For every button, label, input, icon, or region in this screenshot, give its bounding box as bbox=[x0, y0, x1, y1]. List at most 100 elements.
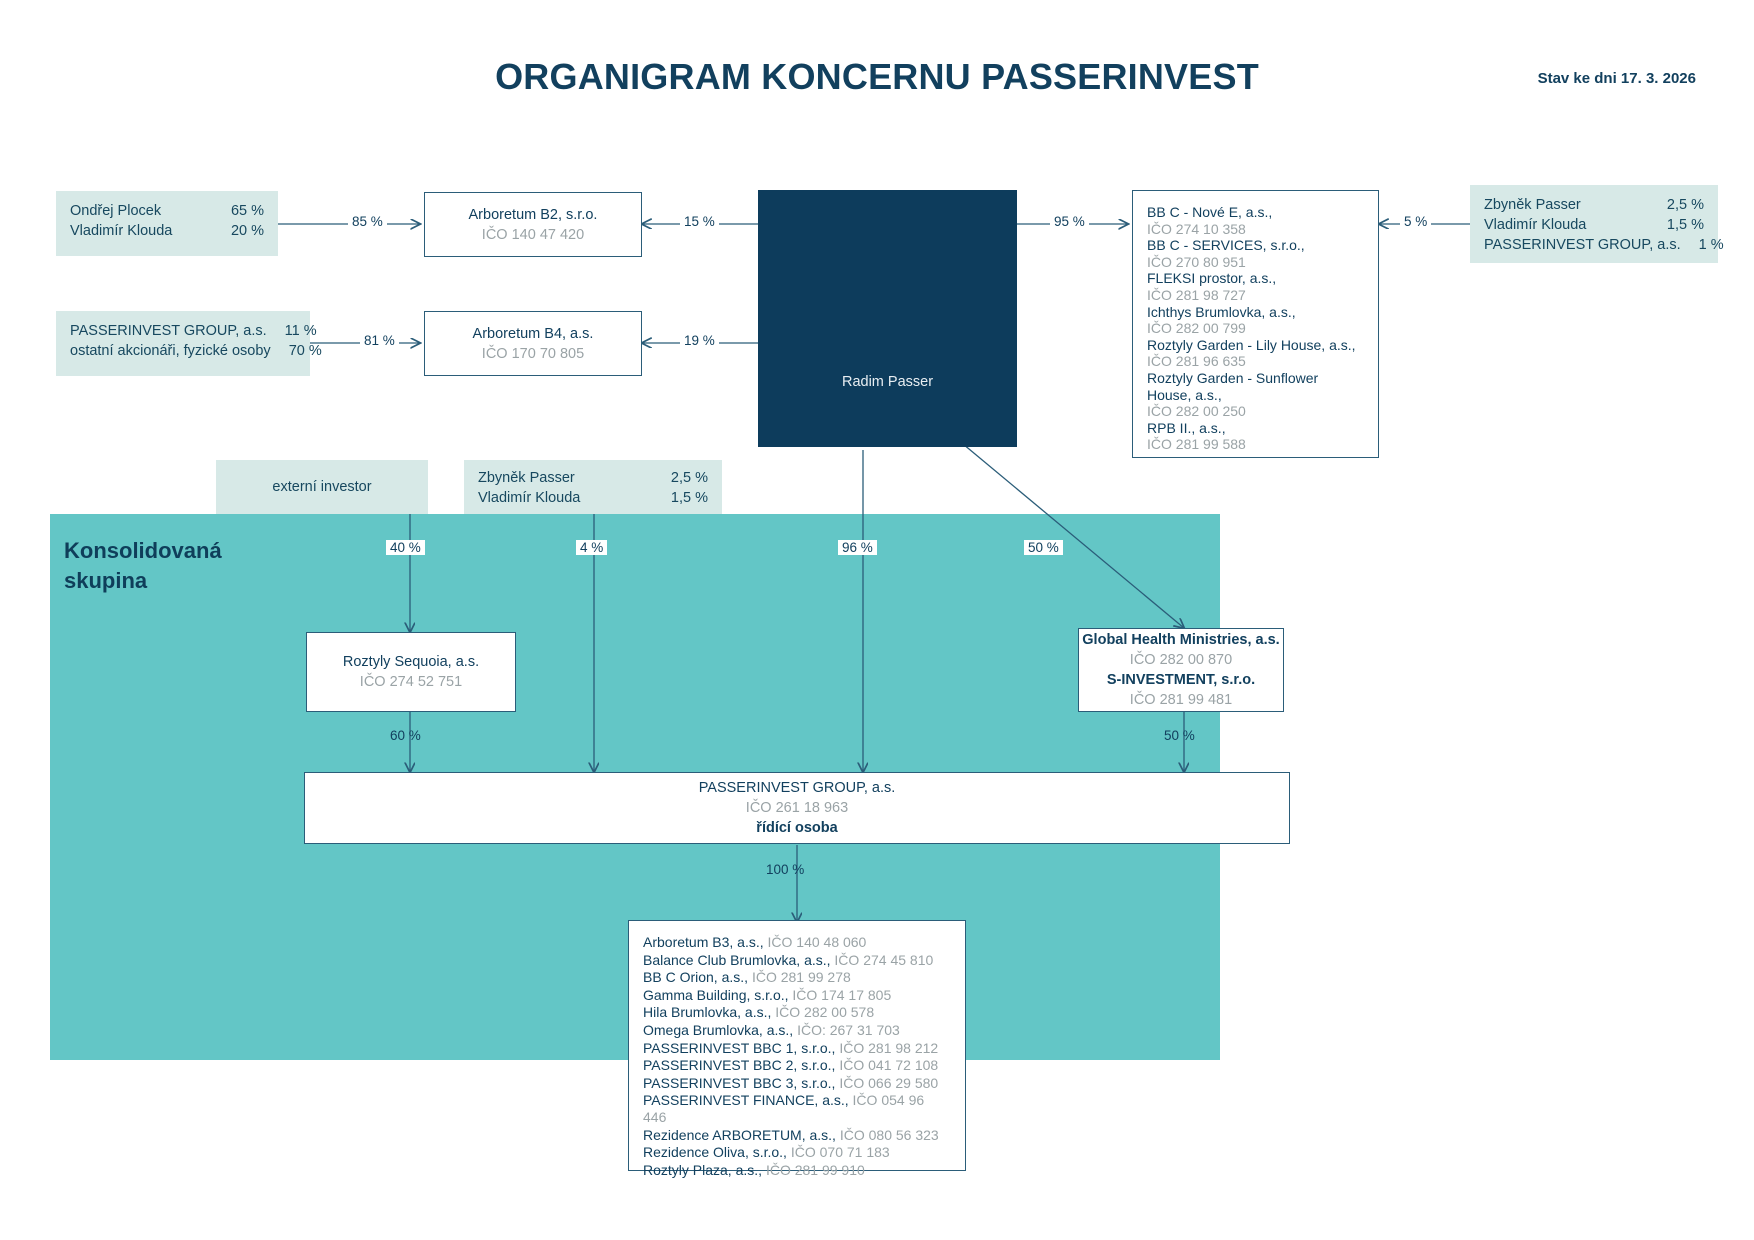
company-ico: IČO 174 17 805 bbox=[792, 986, 892, 1003]
shareholder-row: Vladimír Klouda 20 % bbox=[70, 221, 264, 241]
company-ico: IČO 282 00 578 bbox=[775, 1004, 875, 1021]
company-name: PASSERINVEST BBC 3, s.r.o., bbox=[643, 1074, 836, 1091]
company-name: RPB II., a.s., bbox=[1147, 419, 1226, 436]
shareholder-box-externi-investor: externí investor bbox=[216, 460, 428, 514]
company-name: Gamma Building, s.r.o., bbox=[643, 986, 789, 1003]
company-list-bbc-group: BB C - Nové E, a.s., IČO 274 10 358 BB C… bbox=[1132, 190, 1379, 458]
company-name: BB C - SERVICES, s.r.o., bbox=[1147, 237, 1305, 254]
list-item: BB C - SERVICES, s.r.o., IČO 270 80 951 bbox=[1147, 237, 1364, 270]
shareholder-box-zbynek-top-right: Zbyněk Passer 2,5 % Vladimír Klouda 1,5 … bbox=[1470, 185, 1724, 263]
list-item: Roztyly Garden - Lily House, a.s., IČO 2… bbox=[1147, 337, 1364, 370]
company-ico: IČO 274 52 751 bbox=[359, 674, 463, 690]
company-name: Arboretum B3, a.s., bbox=[643, 934, 764, 950]
company-name: Roztyly Sequoia, a.s. bbox=[342, 654, 480, 670]
company-ico: IČO 261 18 963 bbox=[745, 800, 849, 816]
shareholder-name: Vladimír Klouda bbox=[1484, 217, 1587, 233]
company-box-roztyly-sequoia: Roztyly Sequoia, a.s. IČO 274 52 751 bbox=[306, 632, 516, 712]
edge-label-zbynek-to-pig: 4 % bbox=[576, 540, 608, 555]
edge-label-sequoia-to-pig: 60 % bbox=[390, 728, 421, 743]
company-box-arboretum-b2: Arboretum B2, s.r.o. IČO 140 47 420 bbox=[424, 192, 642, 257]
shareholder-box-pig-ostatni: PASSERINVEST GROUP, a.s. 11 % ostatní ak… bbox=[56, 311, 322, 376]
edge-label-externi-to-sequoia: 40 % bbox=[386, 540, 425, 555]
shareholder-row: Ondřej Plocek 65 % bbox=[70, 201, 264, 221]
shareholder-percent: 2,5 % bbox=[1666, 197, 1704, 213]
edge-label-plocek-to-b2: 85 % bbox=[348, 214, 387, 229]
shareholder-percent: 65 % bbox=[230, 203, 264, 219]
company-ico: IČO: 267 31 703 bbox=[797, 1021, 900, 1038]
company-ico: IČO 281 99 278 bbox=[751, 969, 851, 986]
shareholder-percent: 11 % bbox=[284, 323, 317, 339]
edge-label-zbynek-to-bbc: 5 % bbox=[1400, 214, 1432, 229]
shareholder-row: Zbyněk Passer 2,5 % bbox=[1484, 195, 1704, 215]
shareholder-row: Zbyněk Passer 2,5 % bbox=[478, 468, 708, 488]
company-ico: IČO 140 48 060 bbox=[767, 934, 867, 950]
shareholder-percent: 2,5 % bbox=[670, 470, 708, 486]
company-name: S-INVESTMENT, s.r.o. bbox=[1106, 672, 1256, 688]
list-item: Omega Brumlovka, a.s., IČO: 267 31 703 bbox=[643, 1022, 951, 1039]
company-ico: IČO 281 99 910 bbox=[765, 1161, 865, 1178]
shareholder-row: Vladimír Klouda 1,5 % bbox=[1484, 215, 1704, 235]
company-name: BB C - Nové E, a.s., bbox=[1147, 204, 1273, 220]
shareholder-percent: 1 % bbox=[1698, 237, 1724, 253]
edge-label-ghm-to-pig: 50 % bbox=[1164, 728, 1195, 743]
edge-label-radim-to-b2: 15 % bbox=[680, 214, 719, 229]
company-name: Arboretum B2, s.r.o. bbox=[468, 206, 598, 223]
list-item: BB C - Nové E, a.s., IČO 274 10 358 bbox=[1147, 204, 1364, 237]
company-box-passerinvest-group: PASSERINVEST GROUP, a.s. IČO 261 18 963 … bbox=[304, 772, 1290, 844]
company-name: Global Health Ministries, a.s. bbox=[1082, 632, 1280, 648]
shareholder-name: Zbyněk Passer bbox=[478, 470, 575, 486]
list-item: PASSERINVEST BBC 1, s.r.o., IČO 281 98 2… bbox=[643, 1040, 951, 1057]
list-item: Roztyly Garden - Sunflower House, a.s., … bbox=[1147, 370, 1364, 420]
shareholder-row: PASSERINVEST GROUP, a.s. 1 % bbox=[1484, 235, 1724, 255]
list-item: Roztyly Plaza, a.s., IČO 281 99 910 bbox=[643, 1162, 951, 1179]
edge-label-pig-to-subsidiaries: 100 % bbox=[766, 862, 805, 877]
shareholder-name: Ondřej Plocek bbox=[70, 203, 162, 219]
shareholder-percent: 20 % bbox=[230, 223, 264, 239]
company-ico: IČO 170 70 805 bbox=[481, 345, 585, 362]
company-name: Balance Club Brumlovka, a.s., bbox=[643, 951, 831, 968]
list-item: Rezidence Oliva, s.r.o., IČO 070 71 183 bbox=[643, 1144, 951, 1161]
company-name: PASSERINVEST BBC 1, s.r.o., bbox=[643, 1039, 836, 1056]
list-item: BB C Orion, a.s., IČO 281 99 278 bbox=[643, 969, 951, 986]
consolidated-group-label: Konsolidovaná skupina bbox=[64, 536, 304, 596]
company-ico: IČO 070 71 183 bbox=[790, 1144, 890, 1161]
shareholder-row: PASSERINVEST GROUP, a.s. 11 % bbox=[70, 321, 317, 341]
edge-label-pig-to-b4: 81 % bbox=[360, 333, 399, 348]
edge-label-radim-to-pig: 96 % bbox=[838, 540, 877, 555]
person-box-radim-passer: Radim Passer bbox=[758, 190, 1017, 447]
company-ico: IČO 281 99 588 bbox=[1147, 436, 1246, 453]
company-ico: IČO 270 80 951 bbox=[1147, 253, 1246, 270]
shareholder-name: PASSERINVEST GROUP, a.s. bbox=[70, 323, 267, 339]
company-box-arboretum-b4: Arboretum B4, a.s. IČO 170 70 805 bbox=[424, 311, 642, 376]
shareholder-box-plocek-klouda: Ondřej Plocek 65 % Vladimír Klouda 20 % bbox=[56, 191, 278, 256]
shareholder-box-zbynek-mid: Zbyněk Passer 2,5 % Vladimír Klouda 1,5 … bbox=[464, 460, 722, 514]
company-name: Ichthys Brumlovka, a.s., bbox=[1147, 303, 1296, 320]
company-ico: IČO 140 47 420 bbox=[481, 226, 585, 243]
list-item: PASSERINVEST BBC 2, s.r.o., IČO 041 72 1… bbox=[643, 1057, 951, 1074]
shareholder-name: ostatní akcionáři, fyzické osoby bbox=[70, 343, 271, 359]
company-name: PASSERINVEST BBC 2, s.r.o., bbox=[643, 1057, 836, 1074]
company-ico: IČO 281 99 481 bbox=[1129, 692, 1233, 708]
company-ico: IČO 281 96 635 bbox=[1147, 353, 1246, 370]
consolidated-label-line2: skupina bbox=[64, 568, 148, 593]
list-item: Balance Club Brumlovka, a.s., IČO 274 45… bbox=[643, 952, 951, 969]
shareholder-name: Vladimír Klouda bbox=[70, 223, 173, 239]
list-item: FLEKSI prostor, a.s., IČO 281 98 727 bbox=[1147, 270, 1364, 303]
company-box-ghm-sinvestment: Global Health Ministries, a.s. IČO 282 0… bbox=[1078, 628, 1284, 712]
company-name: Rezidence ARBORETUM, a.s., bbox=[643, 1126, 836, 1143]
company-ico: IČO 080 56 323 bbox=[839, 1126, 939, 1143]
edge-label-radim-to-ghm: 50 % bbox=[1024, 540, 1063, 555]
status-date: Stav ke dni 17. 3. 2026 bbox=[1537, 70, 1696, 87]
list-item: Rezidence ARBORETUM, a.s., IČO 080 56 32… bbox=[643, 1127, 951, 1144]
company-name: Omega Brumlovka, a.s., bbox=[643, 1021, 794, 1038]
company-ico: IČO 282 00 799 bbox=[1147, 320, 1246, 337]
company-name: BB C Orion, a.s., bbox=[643, 969, 749, 986]
company-name: Arboretum B4, a.s. bbox=[472, 325, 594, 342]
company-list-subsidiaries: Arboretum B3, a.s., IČO 140 48 060 Balan… bbox=[628, 920, 966, 1178]
company-ico: IČO 281 98 212 bbox=[839, 1039, 939, 1056]
company-name: FLEKSI prostor, a.s., bbox=[1147, 270, 1277, 287]
shareholder-percent: 1,5 % bbox=[1666, 217, 1704, 233]
shareholder-name: PASSERINVEST GROUP, a.s. bbox=[1484, 237, 1681, 253]
company-ico: IČO 282 00 870 bbox=[1129, 652, 1233, 668]
